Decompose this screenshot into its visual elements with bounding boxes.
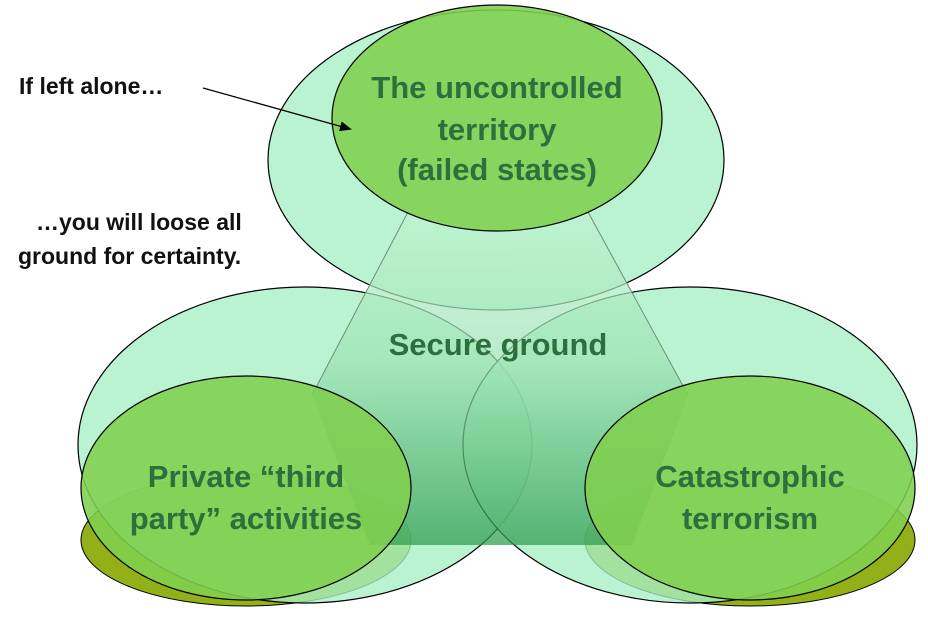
annotation-consequence-line2: ground for certainty. <box>18 243 241 269</box>
top-inner-circle <box>331 4 663 232</box>
annotation-consequence-line1: …you will loose all <box>36 209 242 235</box>
left-inner-circle <box>80 375 412 601</box>
wedge-edge-left <box>311 211 409 396</box>
left-circle-label-line2: party” activities <box>130 501 363 536</box>
top-circle-label-line3: (failed states) <box>397 152 597 187</box>
top-circle-label-line2: territory <box>438 112 558 147</box>
top-circle-label-line1: The uncontrolled <box>371 70 622 105</box>
annotation-if-left-alone: If left alone… <box>19 73 163 99</box>
right-circle-label-line1: Catastrophic <box>655 459 844 494</box>
annotation-arrow <box>202 87 352 132</box>
left-circle-label-line1: Private “third <box>148 459 344 494</box>
right-inner-circle <box>584 375 916 601</box>
right-circle-label-line2: terrorism <box>682 501 818 536</box>
wedge-edge-right <box>587 211 689 396</box>
center-label: Secure ground <box>389 327 608 362</box>
